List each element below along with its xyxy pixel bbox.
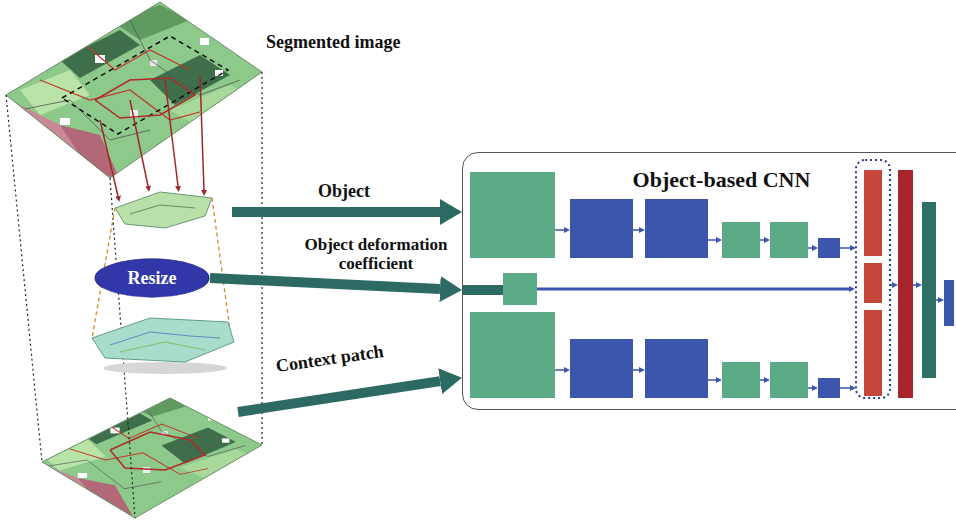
panel-title: Object-based CNN — [463, 167, 956, 193]
cnn-top-branch — [470, 172, 555, 258]
node-label: Resize — [128, 268, 177, 289]
projection-lines — [6, 72, 262, 518]
concat-layers — [864, 170, 882, 256]
segmented-image-tile — [95, 78, 195, 118]
context-patch-tile — [22, 388, 273, 520]
extraction-arrows — [100, 120, 118, 196]
concat-layers — [856, 160, 954, 398]
resized-object — [110, 332, 220, 345]
resize-guides — [92, 198, 230, 338]
cnn-bottom-branch — [770, 362, 808, 398]
layer-arrows — [760, 239, 764, 241]
cnn-top-branch — [645, 199, 708, 258]
layer-arrows — [555, 369, 564, 371]
layer-arrows — [808, 247, 812, 249]
concat-layers — [856, 160, 890, 398]
extraction-arrows — [130, 100, 148, 186]
extraction-arrows — [200, 76, 204, 190]
cnn-top-branch — [818, 238, 840, 258]
segmented-image-tile — [0, 0, 270, 185]
segmented-image-tile — [0, 0, 270, 185]
cnn-top-branch — [570, 199, 633, 258]
edge-label: Object deformation coefficient — [291, 235, 461, 273]
concat-layers — [898, 170, 913, 398]
layer-arrows — [633, 229, 639, 231]
resized-object — [92, 318, 234, 374]
extraction-arrows — [165, 80, 178, 186]
cnn-middle-branch — [537, 288, 849, 291]
segmented-image-tile — [0, 0, 270, 185]
cnn-bottom-branch — [570, 339, 633, 398]
cnn-middle-branch — [462, 273, 849, 305]
cnn-top-branch — [722, 222, 760, 258]
cnn-bottom-branch — [722, 362, 760, 398]
layer-arrows — [913, 284, 916, 286]
cnn-bottom-branch — [470, 312, 840, 398]
arrow-label: Object — [318, 181, 370, 202]
segmented-image-tile — [62, 36, 228, 134]
object-piece — [115, 192, 212, 228]
cnn-middle-branch — [462, 285, 503, 295]
cnn-middle-branch — [503, 273, 537, 305]
resized-object — [120, 342, 205, 352]
resize-ellipse: Resize — [94, 258, 210, 298]
layer-arrows — [840, 387, 850, 389]
layer-arrows — [633, 369, 639, 371]
cnn-bottom-branch — [645, 339, 708, 398]
concat-layers — [922, 202, 936, 378]
concat-layers — [864, 263, 882, 303]
concat-layers — [864, 310, 882, 396]
projection-lines — [261, 72, 262, 445]
cnn-top-branch — [770, 222, 808, 258]
layer-arrows — [840, 247, 850, 249]
label-text: Context patch — [275, 341, 385, 377]
segmented-image-tile — [6, 2, 262, 178]
layer-arrows — [936, 299, 938, 301]
context-patch-tile — [42, 398, 262, 518]
layer-arrows — [760, 379, 764, 381]
cnn-bottom-branch — [818, 378, 840, 398]
arrow-label: Context patch — [275, 341, 385, 377]
context-patch-tile — [110, 432, 205, 470]
resized-object — [92, 318, 234, 362]
image-label: Segmented image — [266, 32, 400, 53]
context-patch-tile — [22, 388, 273, 520]
layer-arrows — [708, 239, 716, 241]
context-patch-tile — [22, 388, 273, 520]
layer-arrows — [555, 229, 564, 231]
concat-layers — [944, 280, 954, 326]
layer-arrows — [808, 387, 812, 389]
resize-guides — [212, 198, 230, 330]
cnn-bottom-branch — [470, 312, 555, 398]
extraction-arrows — [100, 76, 204, 196]
resized-object — [103, 362, 227, 374]
object-piece — [130, 205, 195, 214]
object-piece — [115, 192, 212, 228]
label-text: Object — [318, 181, 370, 202]
input-arrow — [210, 278, 440, 289]
input-arrows — [238, 381, 440, 412]
layer-arrows — [708, 379, 716, 381]
cnn-panel: Object-based CNN — [462, 152, 956, 410]
input-arrows — [232, 207, 440, 217]
label-text: Segmented image — [266, 32, 400, 53]
ellipse-fill — [95, 259, 209, 297]
edge-label-box: Object deformation coefficient — [291, 235, 461, 273]
projection-lines — [6, 95, 42, 462]
